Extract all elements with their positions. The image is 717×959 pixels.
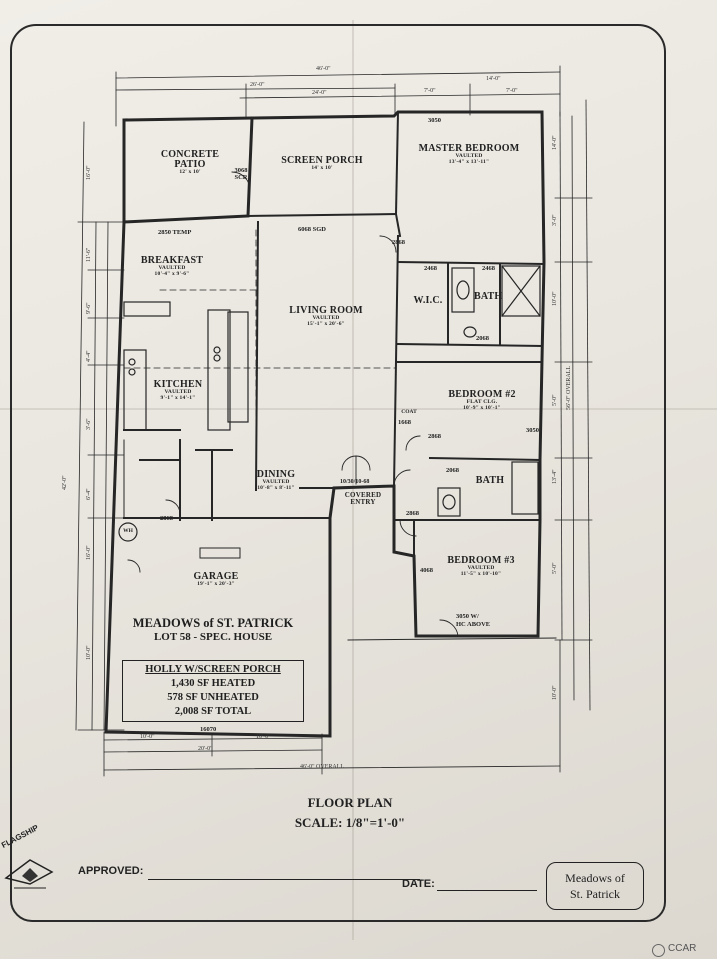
dimension-text: 46'-0" OVERALL: [300, 764, 345, 770]
door-swings: [127, 171, 459, 637]
door-callout: 2868: [392, 239, 405, 246]
floor-plan-title: FLOOR PLAN SCALE: 1/8"=1'-0": [250, 793, 450, 833]
left-dimension-lines: [75, 121, 125, 731]
door-callout: 2868: [160, 515, 173, 522]
dimension-text: 7'-0": [506, 88, 518, 94]
dimension-text: 42'-0": [62, 475, 68, 490]
door-callout: 16070: [200, 726, 217, 733]
sheet-border: [10, 24, 666, 922]
spec-box: HOLLY W/SCREEN PORCH 1,430 SF HEATED 578…: [122, 660, 304, 722]
brand-line-2: St. Patrick: [570, 887, 620, 901]
door-callout: HC ABOVE: [456, 621, 491, 628]
approved-label: APPROVED:: [78, 865, 144, 877]
dining-label: DINING VAULTED 10'-8" x 8'-11": [256, 469, 296, 491]
right-dimension-text: 5'-0": [552, 562, 558, 574]
coat-label: COAT: [401, 409, 417, 415]
left-dimension-text: 3'-6": [86, 418, 92, 430]
dimension-text: 20'-0": [198, 746, 213, 752]
door-callout: 4068: [420, 567, 433, 574]
left-dimension-text: 6'-4": [86, 488, 92, 500]
right-dimension-text: 13'-4": [552, 469, 558, 484]
misc-lines: [123, 439, 557, 641]
door-callout: 6068 SGD: [298, 226, 326, 233]
water-heater-label: WH: [123, 528, 133, 534]
bedroom-3-label: BEDROOM #3 VAULTED 11'-5" x 10'-10": [447, 555, 515, 577]
brand-box: Meadows of St. Patrick: [546, 862, 644, 910]
door-callout: 3068 SCR: [234, 167, 248, 181]
heated-sf: 1,430 SF HEATED: [170, 678, 256, 689]
master-bath-label: BATH: [474, 291, 503, 302]
kitchen-label: KITCHEN VAULTED 9'-1" x 14'-1": [153, 379, 203, 401]
approved-signature-line: [148, 879, 420, 880]
left-dimension-text: 10'-0": [86, 645, 92, 660]
scale-text: SCALE: 1/8"=1'-0": [294, 815, 406, 830]
ccar-watermark: CCAR: [668, 943, 697, 954]
door-callout: 3050 W/: [456, 613, 479, 620]
door-callout: 2468: [424, 265, 437, 272]
wic-label: W.I.C.: [413, 295, 443, 306]
door-callout: 10/30/10-68: [340, 479, 370, 485]
door-callout: 3050: [526, 427, 539, 434]
right-dimension-text: 3'-0": [552, 214, 558, 226]
bottom-dimension-lines: [103, 639, 561, 777]
right-dimension-text: 5'-0": [552, 394, 558, 406]
brand-line-1: Meadows of: [565, 871, 625, 885]
flagship-logo: [4, 859, 54, 889]
screen-porch-label: SCREEN PORCH 14' x 10': [281, 155, 363, 171]
dimension-text: 7'-0": [424, 88, 436, 94]
title-block: MEADOWS of ST. PATRICK LOT 58 - SPEC. HO…: [108, 616, 318, 643]
total-sf: 2,008 SF TOTAL: [174, 706, 252, 717]
dimension-text: 10'-0": [256, 734, 271, 740]
paper-fold: [0, 408, 717, 410]
door-callout: 2468: [482, 265, 495, 272]
model-name: HOLLY W/SCREEN PORCH: [145, 664, 281, 675]
master-bedroom-label: MASTER BEDROOM VAULTED 13'-4" x 13'-11": [418, 143, 520, 165]
dimension-text: 24'-0": [312, 90, 327, 96]
right-dimension-text: 14'-0": [552, 135, 558, 150]
door-callout: 2850 TEMP: [158, 229, 192, 236]
left-dimension-text: 16'-0": [86, 165, 92, 180]
breakfast-label: BREAKFAST VAULTED 10'-4" x 9'-6": [140, 255, 204, 277]
plan-title: FLOOR PLAN: [307, 795, 393, 810]
door-callout: 2868: [428, 433, 441, 440]
dimension-text: 10'-0": [140, 734, 155, 740]
bedroom-2-label: BEDROOM #2 FLAT CLG. 10'-9" x 10'-1": [448, 389, 516, 411]
right-dimension-lines: [554, 99, 593, 711]
dimension-text: 46'-0": [316, 66, 331, 72]
dimension-text: 14'-0": [486, 76, 501, 82]
dimension-text: 26'-0": [250, 82, 265, 88]
interior-walls: [123, 110, 546, 557]
vault-lines: [123, 229, 397, 481]
right-dimension-text: 10'-0": [552, 685, 558, 700]
kitchen-counters: [123, 301, 249, 431]
left-dimension-text: 16'-0": [86, 545, 92, 560]
bath-2-label: BATH: [475, 475, 505, 486]
community-name: MEADOWS of ST. PATRICK: [132, 616, 294, 630]
garage-label: GARAGE 19'-1" x 20'-3": [193, 571, 239, 587]
door-callout: 1668: [398, 419, 411, 426]
paper-fold: [352, 20, 354, 940]
top-dimension-lines: [115, 65, 561, 127]
exterior-walls: [104, 110, 546, 738]
ccar-watermark-icon: [652, 944, 665, 957]
lot-line: LOT 58 - SPEC. HOUSE: [153, 631, 273, 643]
dimension-text: 56'-0" OVERALL: [566, 365, 572, 410]
door-callout: 2068: [446, 467, 459, 474]
unheated-sf: 578 SF UNHEATED: [167, 692, 259, 703]
left-dimension-text: 11'-6": [86, 247, 92, 262]
right-dimension-text: 10'-0": [552, 291, 558, 306]
bath-fixtures: [118, 265, 541, 542]
left-dimension-text: 4'-4": [86, 350, 92, 362]
living-room-label: LIVING ROOM VAULTED 15'-1" x 20'-6": [289, 305, 363, 327]
door-callout: 2068: [476, 335, 489, 342]
left-dimension-text: 9'-6": [86, 302, 92, 314]
door-callout: 2868: [406, 510, 419, 517]
date-label: DATE:: [402, 878, 435, 890]
door-callout: 3050: [428, 117, 441, 124]
date-line: [437, 890, 537, 891]
